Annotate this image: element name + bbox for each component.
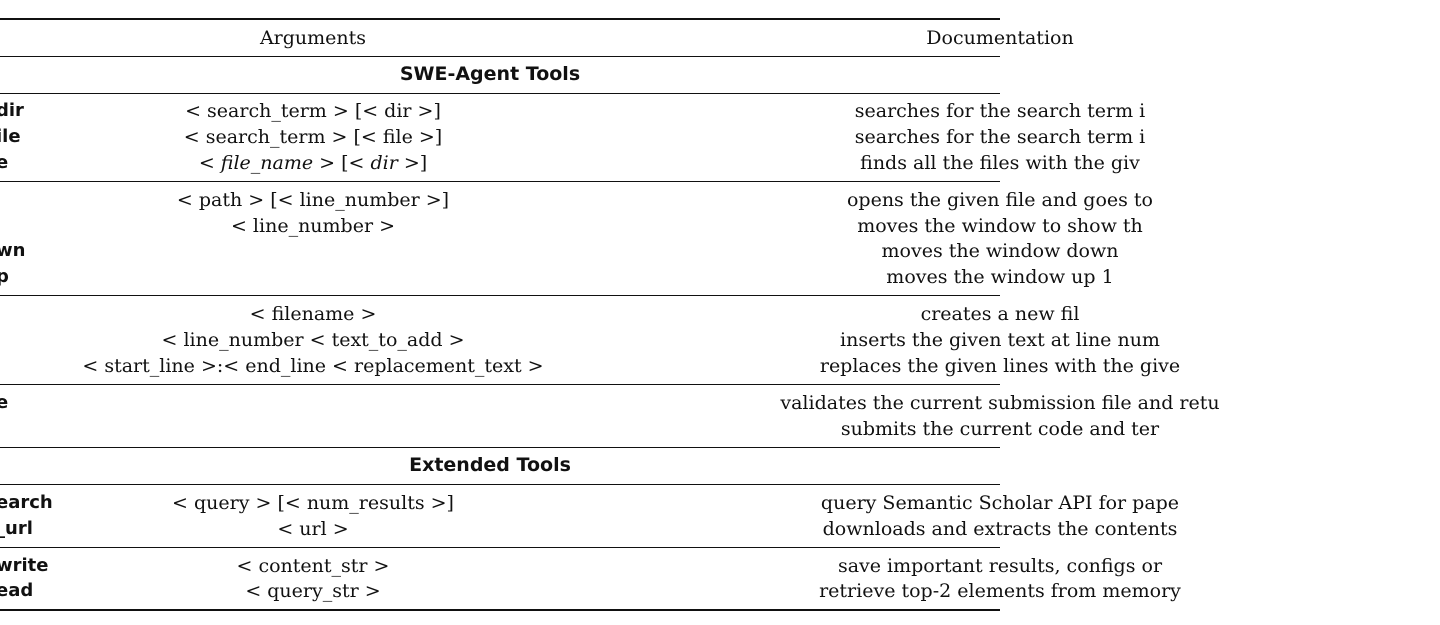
tool-documentation: moves the window up 1: [886, 266, 1114, 288]
header-rule: [0, 56, 1000, 57]
section-swe-agent-tools: SWE-Agent Tools: [399, 63, 581, 85]
tool-arguments: < file_name > [< dir >]: [198, 152, 428, 174]
tool-documentation: moves the window down: [881, 240, 1119, 262]
tool-arguments: < start_line >:< end_line < replacement_…: [82, 355, 544, 377]
section-rule-2: [0, 447, 1000, 448]
tool-documentation: searches for the search term i: [854, 126, 1146, 148]
tool-arguments: < content_str >: [236, 555, 390, 577]
tool-documentation: downloads and extracts the contents: [822, 518, 1178, 540]
tool-documentation: query Semantic Scholar API for pape: [820, 492, 1180, 514]
bottom-rule: [0, 609, 1000, 611]
tool-arguments: < line_number >: [230, 215, 396, 237]
group-rule: [0, 384, 1000, 385]
tool-documentation: opens the given file and goes to: [846, 189, 1154, 211]
tool-arguments: < query > [< num_results >]: [172, 492, 454, 514]
tool-documentation: replaces the given lines with the give: [819, 355, 1181, 377]
header-arguments: Arguments: [259, 27, 367, 49]
tool-arguments: < query_str >: [245, 580, 381, 602]
tool-documentation: inserts the given text at line num: [840, 329, 1160, 351]
tool-name: p: [0, 266, 9, 287]
top-rule: [0, 18, 1000, 20]
group-rule: [0, 295, 1000, 296]
tool-documentation: finds all the files with the giv: [860, 152, 1140, 174]
section-extended-tools: Extended Tools: [409, 454, 571, 476]
tool-arguments: < url >: [277, 518, 349, 540]
tool-arguments: < filename >: [249, 303, 377, 325]
tool-table: Arguments Documentation SWE-Agent Tools …: [0, 18, 1220, 611]
tool-documentation: creates a new fil: [920, 303, 1080, 325]
tool-name: write: [0, 555, 49, 576]
header-documentation: Documentation: [926, 27, 1074, 49]
tool-name: ead: [0, 580, 34, 601]
tool-name: _url: [0, 518, 33, 539]
tool-arguments: < line_number < text_to_add >: [161, 329, 465, 351]
section-rule-3: [0, 484, 1000, 485]
tool-documentation: retrieve top-2 elements from memory: [819, 580, 1181, 602]
tool-documentation: validates the current submission file an…: [780, 392, 1220, 414]
tool-documentation: moves the window to show th: [857, 215, 1143, 237]
tool-name: e: [0, 392, 9, 413]
tool-name: e: [0, 152, 9, 173]
tool-documentation: save important results, configs or: [837, 555, 1163, 577]
tool-arguments: < search_term > [< dir >]: [185, 100, 441, 122]
group-rule: [0, 181, 1000, 182]
tool-name: earch: [0, 492, 53, 513]
tool-name: ile: [0, 126, 21, 147]
group-rule: [0, 547, 1000, 548]
tool-documentation: searches for the search term i: [854, 100, 1146, 122]
tool-name: dir: [0, 100, 24, 121]
tool-arguments: < path > [< line_number >]: [176, 189, 450, 211]
tool-documentation: submits the current code and ter: [840, 418, 1160, 440]
section-rule-1: [0, 93, 1000, 94]
tool-arguments: < search_term > [< file >]: [183, 126, 443, 148]
tool-name: wn: [0, 240, 26, 261]
